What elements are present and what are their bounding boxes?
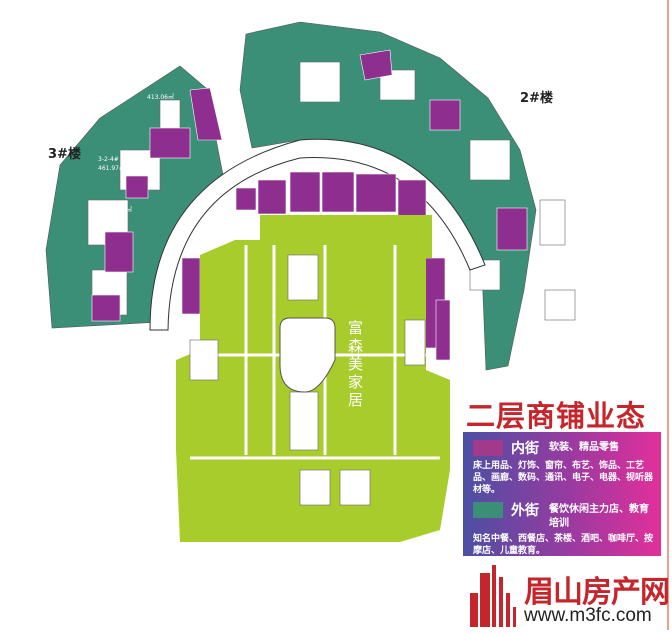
page-title: 二层商铺业态	[466, 399, 647, 433]
unit-label: 3-2-4#	[98, 156, 119, 163]
legend: 内街 软装、精品零售 床上用品、灯饰、窗帘、布艺、饰品、工艺品、画廊、数码、通讯…	[463, 432, 661, 556]
logo-url: www.m3fc.com	[524, 605, 652, 626]
unit-label: 2-2-2#	[550, 253, 571, 260]
building-2-label: 2#楼	[520, 90, 553, 106]
building-2-outer-shops[interactable]	[239, 21, 537, 371]
atrium-void	[279, 317, 336, 393]
unit-label: 461.97㎡	[98, 164, 125, 172]
legend-inner-name: 内街	[511, 441, 539, 457]
legend-outer-detail: 知名中餐、西餐店、茶楼、酒吧、咖啡厅、按摩店、儿童教育。	[473, 534, 654, 556]
outer-street-swatch	[473, 502, 503, 518]
corridor-arc	[149, 138, 486, 331]
legend-inner-detail: 床上用品、灯饰、窗帘、布艺、饰品、工艺品、画廊、数码、通讯、电子、电器、视听器材…	[473, 461, 654, 495]
legend-inner-summary: 软装、精品零售	[549, 442, 619, 453]
legend-outer-name: 外街	[511, 503, 539, 519]
escalators	[189, 254, 426, 506]
legend-outer-summary: 餐饮休闲主力店、教育培训	[549, 504, 649, 529]
unit-label: 405.86㎡	[105, 206, 132, 214]
site-logo[interactable]: 眉山房产网 www.m3fc.com	[466, 563, 670, 629]
frame-border	[667, 0, 669, 630]
unit-label: 2-2-1#	[533, 335, 554, 342]
unit-label: 413.06㎡	[147, 93, 174, 101]
inner-street-shops[interactable]	[91, 49, 528, 361]
building-3-label: 3#楼	[48, 146, 81, 162]
logo-name: 眉山房产网	[524, 575, 670, 610]
center-store-label: 富森美家居	[346, 319, 364, 410]
inner-street-swatch	[473, 440, 503, 456]
building-logo-icon	[470, 565, 516, 627]
unit-label: 2-2-7#	[535, 181, 556, 188]
